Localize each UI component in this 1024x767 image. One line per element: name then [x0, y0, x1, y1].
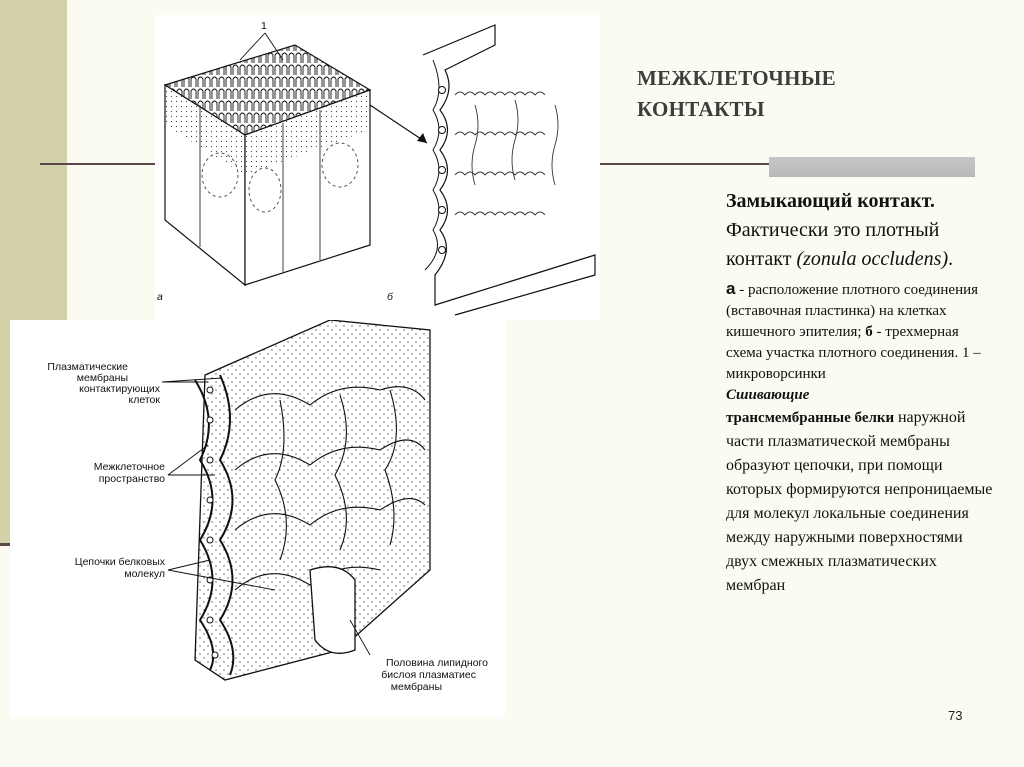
page-number: 73 [948, 708, 963, 723]
label-panel-a: а [157, 291, 163, 303]
figure-tight-junction-drawing: 1 а б [157, 20, 596, 316]
label-membranes-line4: клеток [129, 394, 161, 406]
label-chains-line1: Цепочки белковых [75, 556, 166, 568]
divider-bar-grey [769, 157, 975, 177]
tight-junction-schema [422, 24, 596, 316]
caption-letter-a: а [726, 279, 736, 298]
caption-a-text: - расположение плотного соединения (вста… [726, 282, 979, 340]
label-number-1: 1 [261, 20, 267, 32]
stitch-italic: Сшивающие [726, 387, 810, 403]
caption-paragraph: а - расположение плотного соединения (вс… [726, 278, 996, 385]
caption-b-text: - трехмерная схема участка плотного соед… [726, 324, 981, 382]
label-space-line1: Межклеточное [94, 461, 165, 473]
label-panel-b: б [387, 291, 394, 303]
label-half-bilayer-line1: Половина липидного [386, 657, 488, 669]
stitch-heading: Сшивающие [726, 385, 996, 406]
latin-end: . [948, 248, 954, 270]
label-membranes-line3: контактирующих [79, 383, 161, 395]
stitch-bold: трансмембранные белки [726, 410, 895, 426]
label-membranes-line1: Плазматические [47, 361, 128, 373]
slide-title: МЕЖКЛЕТОЧНЫЕ КОНТАКТЫ [637, 66, 836, 121]
heading-paragraph: Замыкающий контакт. Фактически это плотн… [726, 187, 996, 274]
divider-line-bottom [0, 543, 14, 546]
slide-body: Замыкающий контакт. Фактически это плотн… [726, 187, 996, 598]
label-chains-line2: молекул [124, 568, 165, 580]
figure-protein-chains-drawing: Плазматические мембраны контактирующих к… [47, 320, 488, 693]
caption-letter-b: б [865, 324, 873, 340]
label-half-bilayer-line3: мембраны [391, 681, 442, 693]
heading-rest: Фактически это плотный контакт [726, 219, 940, 270]
figure-tight-junction-overview: 1 а б [155, 15, 600, 320]
epithelial-block [163, 44, 372, 287]
figure-protein-chains: Плазматические мембраны контактирующих к… [10, 320, 505, 717]
latin-term: (zonula occludens) [796, 248, 949, 270]
label-membranes-line2: мембраны [77, 372, 128, 384]
label-space-line2: пространство [99, 473, 165, 485]
stitch-paragraph: трансмембранные белки наружной части пла… [726, 406, 996, 598]
stitch-text: наружной части плазматической мембраны о… [726, 409, 993, 594]
membrane-model [194, 320, 431, 681]
heading-bold: Замыкающий контакт. [726, 190, 935, 212]
label-half-bilayer-line2: бислоя плазматиес [381, 669, 476, 681]
divider-line-left [40, 163, 160, 165]
